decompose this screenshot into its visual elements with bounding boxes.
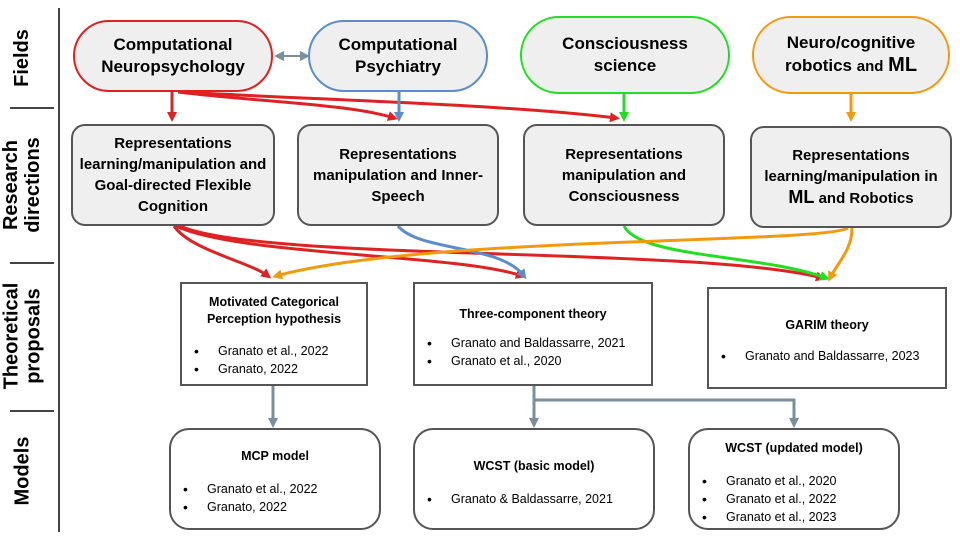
model-wcst-basic: WCST (basic model) Granato & Baldassarre… [413,428,655,530]
reference-item: Granato et al., 2022 [177,480,318,498]
model-references: Granato & Baldassarre, 2021 [421,490,613,508]
reference-item: Granato, 2022 [188,360,329,378]
proposal-references: Granato and Baldassarre, 2021 Granato et… [421,334,625,370]
arrow-red-direction-3 [181,90,620,123]
reference-item: Granato et al., 2020 [421,352,625,370]
reference-item: Granato, 2022 [177,498,318,516]
model-mcp: MCP model Granato et al., 2022 Granato, … [169,428,381,530]
model-title: WCST (updated model) [725,441,863,455]
proposal-mcp-hypothesis: Motivated Categorical Perception hypothe… [180,282,368,386]
proposal-references: Granato et al., 2022 Granato, 2022 [188,342,329,378]
row-divider-vertical [58,8,60,532]
direction-consciousness: Representations manipulation and Conscio… [523,124,725,226]
proposal-three-component-theory: Three-component theory Granato and Balda… [413,282,653,386]
arrow-proposal-2-to-model-3 [534,398,799,428]
reference-item: Granato et al., 2023 [696,508,837,526]
model-references: Granato et al., 2020 Granato et al., 202… [696,472,837,526]
model-title: WCST (basic model) [473,459,595,473]
arrow-blue-proposal [396,224,527,280]
field-neuro-cognitive-robotics-ml: Neuro/cognitive robotics and ML [752,16,950,94]
direction-goal-directed-cognition: Representations learning/manipulation an… [71,124,275,226]
proposal-title: Three-component theory [459,307,607,321]
reference-item: Granato and Baldassarre, 2021 [421,334,625,352]
model-references: Granato et al., 2022 Granato, 2022 [177,480,318,516]
row-divider [10,410,54,412]
reference-item: Granato et al., 2020 [696,472,837,490]
reference-item: Granato & Baldassarre, 2021 [421,490,613,508]
direction-inner-speech: Representations manipulation and Inner-S… [297,124,499,226]
arrow-orange-proposal-1 [272,226,849,280]
reference-item: Granato and Baldassarre, 2023 [715,347,919,365]
direction-ml-robotics: Representations learning/manipulation in… [750,126,952,228]
reference-item: Granato et al., 2022 [188,342,329,360]
field-computational-psychiatry: Computational Psychiatry [308,20,488,92]
model-wcst-updated: WCST (updated model) Granato et al., 202… [688,428,900,530]
arrow-green-proposal [622,225,830,281]
arrow-red-direction-2 [177,90,398,121]
row-divider [10,107,54,109]
arrow-orange-proposal-3 [828,227,854,282]
reference-item: Granato et al., 2022 [696,490,837,508]
arrow-red-proposal-2 [175,224,526,279]
proposal-title: GARIM theory [785,318,869,332]
model-title: MCP model [241,449,309,463]
field-computational-neuropsychology: Computational Neuropsychology [73,20,273,92]
proposal-title: Motivated Categorical Perception hypothe… [206,295,342,326]
proposal-references: Granato and Baldassarre, 2023 [715,347,919,365]
proposal-garim-theory: GARIM theory Granato and Baldassarre, 20… [707,287,947,389]
field-consciousness-science: Consciousness science [520,16,730,94]
row-divider [10,262,54,264]
arrow-red-proposal-1 [172,225,272,279]
